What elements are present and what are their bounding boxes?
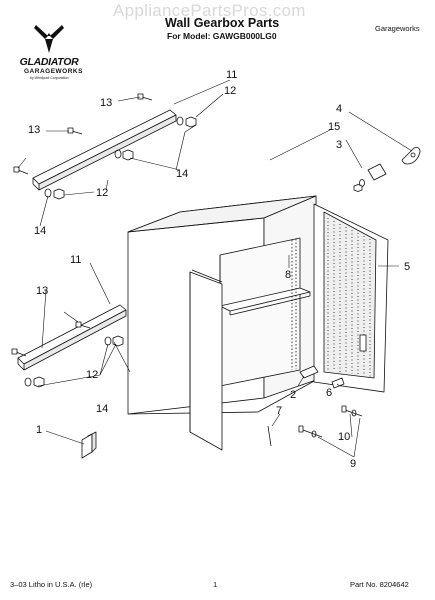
leader-lines bbox=[17, 79, 413, 458]
callout-13-top-a: 13 bbox=[100, 97, 112, 109]
right-door-5 bbox=[313, 203, 389, 393]
hinge-pins-10 bbox=[298, 405, 363, 438]
callout-13-lower: 13 bbox=[36, 285, 48, 297]
screw-13-lower-a bbox=[75, 321, 91, 329]
callout-12-top-a: 12 bbox=[224, 85, 236, 97]
callout-3: 3 bbox=[336, 139, 342, 151]
washer-14-lower-b bbox=[24, 377, 32, 387]
logo-name: GLADIATOR bbox=[19, 56, 79, 68]
callout-4: 4 bbox=[336, 103, 342, 115]
watermark-text: AppliancePartsPros.com bbox=[113, 1, 306, 20]
screw-13-top-b bbox=[67, 127, 83, 135]
upper-wall-cleat bbox=[32, 109, 177, 191]
footer-page-number: 1 bbox=[213, 580, 218, 589]
washer-14-top-c bbox=[44, 188, 52, 198]
gladiator-logo: GLADIATOR GARAGEWORKS by Whirlpool Corpo… bbox=[18, 22, 98, 90]
screw-13-top-c bbox=[13, 166, 29, 175]
washer-14-top-a bbox=[176, 116, 184, 126]
callout-14-top-a: 14 bbox=[176, 168, 188, 180]
callout-1: 1 bbox=[36, 424, 42, 436]
callout-12-lower: 12 bbox=[86, 369, 98, 381]
part-1-box bbox=[81, 431, 97, 459]
hinge-bracket-3 bbox=[367, 163, 387, 181]
screw-13-lower-b bbox=[11, 348, 27, 357]
logo-byline: by Whirlpool Corporation bbox=[30, 76, 69, 80]
footer-litho: 3–03 Litho in U.S.A. (rle) bbox=[10, 580, 93, 589]
washer-14-lower-a bbox=[104, 336, 112, 346]
screw-13-top-a bbox=[137, 93, 153, 101]
callout-8: 8 bbox=[285, 269, 291, 281]
lower-wall-cleat bbox=[17, 304, 127, 371]
footer-part-number: Part No. 8204642 bbox=[350, 580, 409, 589]
pin-7 bbox=[267, 425, 272, 447]
brand-label: Garageworks bbox=[375, 24, 420, 33]
nut-12-lower-a bbox=[112, 335, 124, 347]
cabinet-body-15 bbox=[127, 195, 317, 415]
hinge-hardware bbox=[353, 147, 421, 192]
page-title: Wall Gearbox Parts bbox=[165, 16, 280, 30]
callout-15: 15 bbox=[328, 121, 340, 133]
callout-14-top-b: 14 bbox=[34, 225, 46, 237]
logo-subname: GARAGEWORKS bbox=[24, 68, 83, 75]
callout-9: 9 bbox=[350, 458, 356, 470]
part-6 bbox=[331, 377, 345, 389]
nut-12-top-a bbox=[185, 116, 197, 128]
callout-14-lower: 14 bbox=[96, 403, 108, 415]
bumper-2 bbox=[299, 365, 319, 379]
callout-11-lower: 11 bbox=[70, 254, 81, 266]
callout-12-top-b: 12 bbox=[96, 187, 108, 199]
left-door bbox=[189, 269, 223, 451]
callout-6: 6 bbox=[326, 387, 332, 399]
callout-2: 2 bbox=[290, 389, 296, 401]
model-subtitle: For Model: GAWGB000LG0 bbox=[167, 31, 277, 41]
door-handle-icon bbox=[359, 334, 367, 352]
washer-14-top-b bbox=[114, 149, 122, 159]
callout-11-top: 11 bbox=[226, 69, 237, 81]
lower-mounting-hardware bbox=[11, 321, 124, 388]
callout-5: 5 bbox=[404, 261, 410, 273]
callout-13-top-b: 13 bbox=[28, 124, 40, 136]
callout-10: 10 bbox=[338, 431, 350, 443]
nut-12-top-c bbox=[53, 188, 65, 200]
callout-7: 7 bbox=[276, 405, 282, 417]
nut-12-top-b bbox=[122, 149, 134, 161]
gladiator-emblem-icon bbox=[34, 25, 64, 53]
